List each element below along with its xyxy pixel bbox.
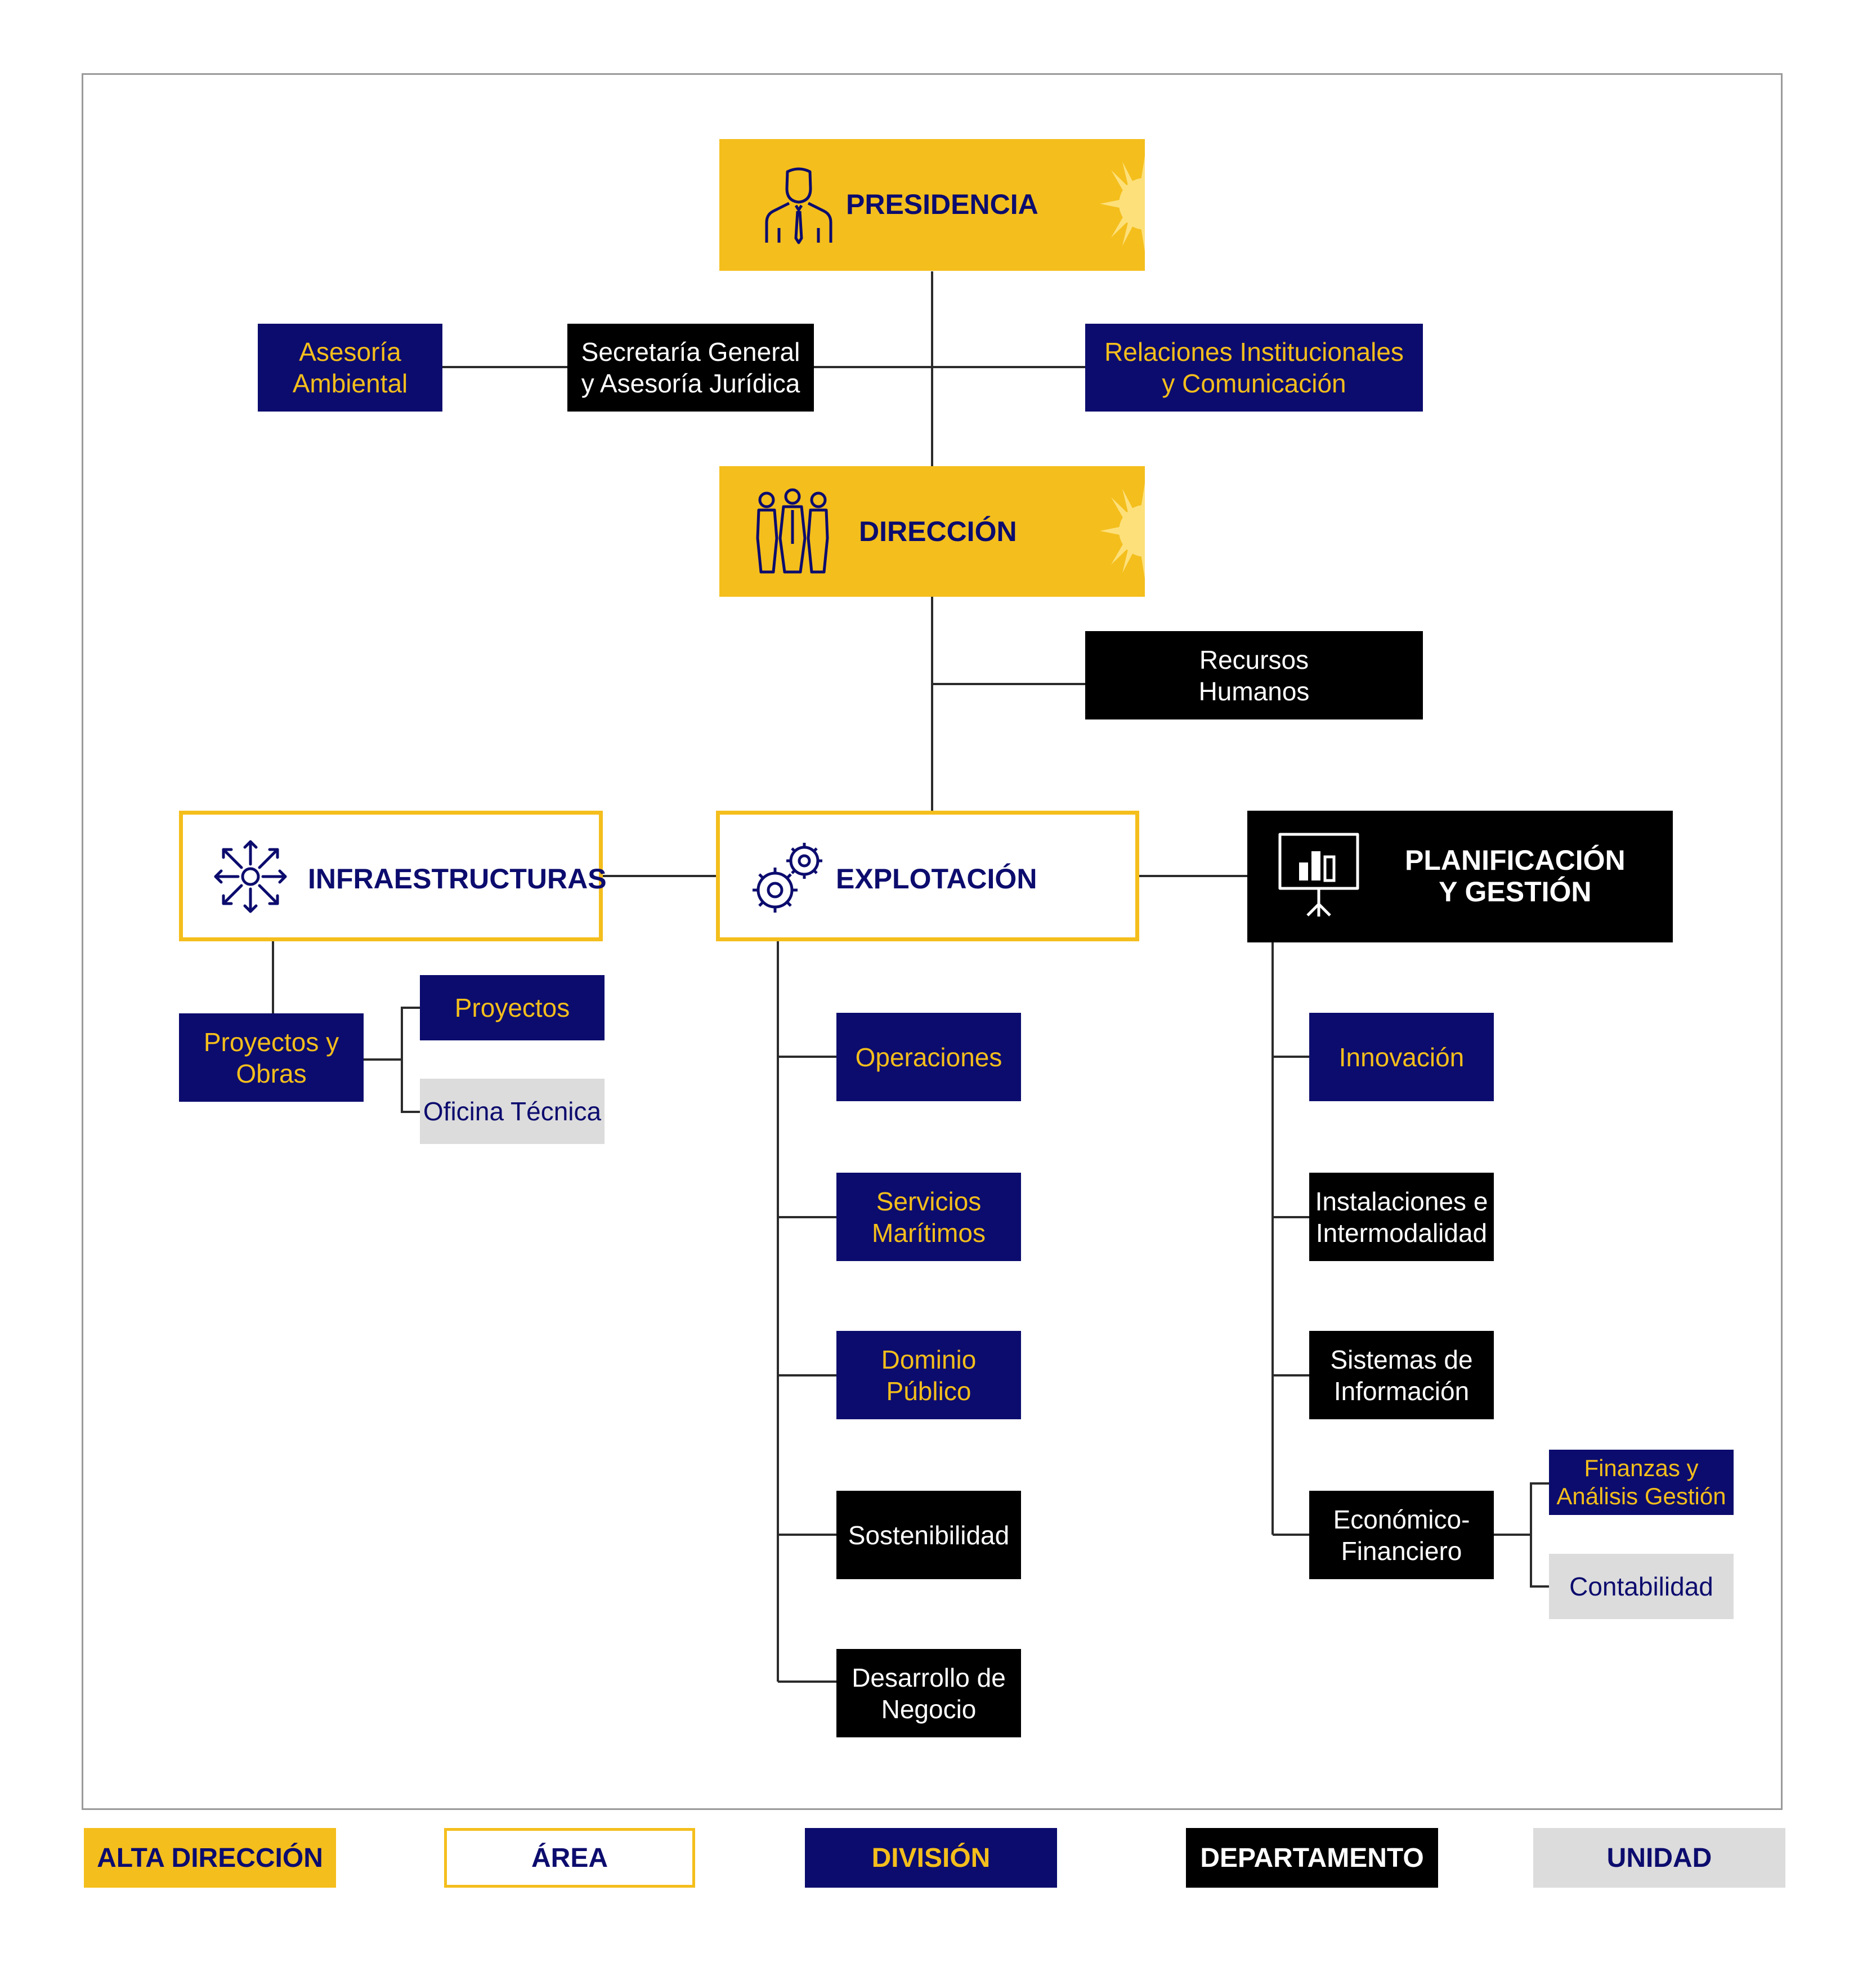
sunburst-decoration	[1100, 483, 1145, 579]
operaciones-box: Operaciones	[836, 1013, 1021, 1101]
instalaciones-box: Instalaciones e Intermodalidad	[1309, 1173, 1494, 1261]
finanzas-analisis-box: Finanzas y Análisis Gestión	[1549, 1450, 1734, 1515]
legend-unidad: UNIDAD	[1533, 1828, 1785, 1888]
explotacion-label: EXPLOTACIÓN	[836, 863, 1037, 895]
proyectos-y-obras-box: Proyectos y Obras	[179, 1013, 364, 1102]
legend-division: DIVISIÓN	[805, 1828, 1057, 1888]
desarrollo-de-negocio-box: Desarrollo de Negocio	[836, 1649, 1021, 1737]
chart-frame	[82, 73, 1783, 1810]
sunburst-decoration	[1100, 156, 1145, 252]
asesoria-ambiental-box: Asesoría Ambiental	[258, 324, 442, 412]
direccion-box: DIRECCIÓN	[719, 466, 1145, 597]
infraestructuras-label: INFRAESTRUCTURAS	[308, 863, 607, 895]
servicios-maritimos-box: Servicios Marítimos	[836, 1173, 1021, 1261]
arrows-out-icon	[214, 840, 287, 913]
economico-financiero-box: Económico- Financiero	[1309, 1491, 1494, 1579]
sostenibilidad-box: Sostenibilidad	[836, 1491, 1021, 1579]
relaciones-institucionales-box: Relaciones Institucionales y Comunicació…	[1085, 324, 1423, 412]
planificacion-box: PLANIFICACIÓN Y GESTIÓN	[1247, 811, 1673, 942]
planificacion-label: PLANIFICACIÓN Y GESTIÓN	[1405, 844, 1626, 908]
oficina-tecnica-box: Oficina Técnica	[420, 1079, 605, 1144]
presidencia-label: PRESIDENCIA	[846, 189, 1038, 220]
dominio-publico-box: Dominio Público	[836, 1331, 1021, 1419]
sistemas-informacion-box: Sistemas de Información	[1309, 1331, 1494, 1419]
explotacion-box: EXPLOTACIÓN	[716, 811, 1139, 941]
presentation-chart-icon	[1278, 833, 1359, 917]
legend-departamento: DEPARTAMENTO	[1186, 1828, 1438, 1888]
recursos-humanos-box: Recursos Humanos	[1085, 631, 1423, 719]
secretaria-general-box: Secretaría General y Asesoría Jurídica	[567, 324, 814, 412]
group-icon	[756, 488, 829, 574]
proyectos-box: Proyectos	[420, 975, 605, 1040]
innovacion-box: Innovación	[1309, 1013, 1494, 1101]
legend-area: ÁREA	[444, 1828, 695, 1888]
infraestructuras-box: INFRAESTRUCTURAS	[179, 811, 607, 941]
person-tie-icon	[765, 167, 832, 244]
gears-icon	[753, 843, 822, 913]
direccion-label: DIRECCIÓN	[859, 516, 1017, 547]
contabilidad-box: Contabilidad	[1549, 1554, 1734, 1619]
presidencia-box: PRESIDENCIA	[719, 139, 1145, 271]
legend-alta-direccion: ALTA DIRECCIÓN	[84, 1828, 336, 1888]
